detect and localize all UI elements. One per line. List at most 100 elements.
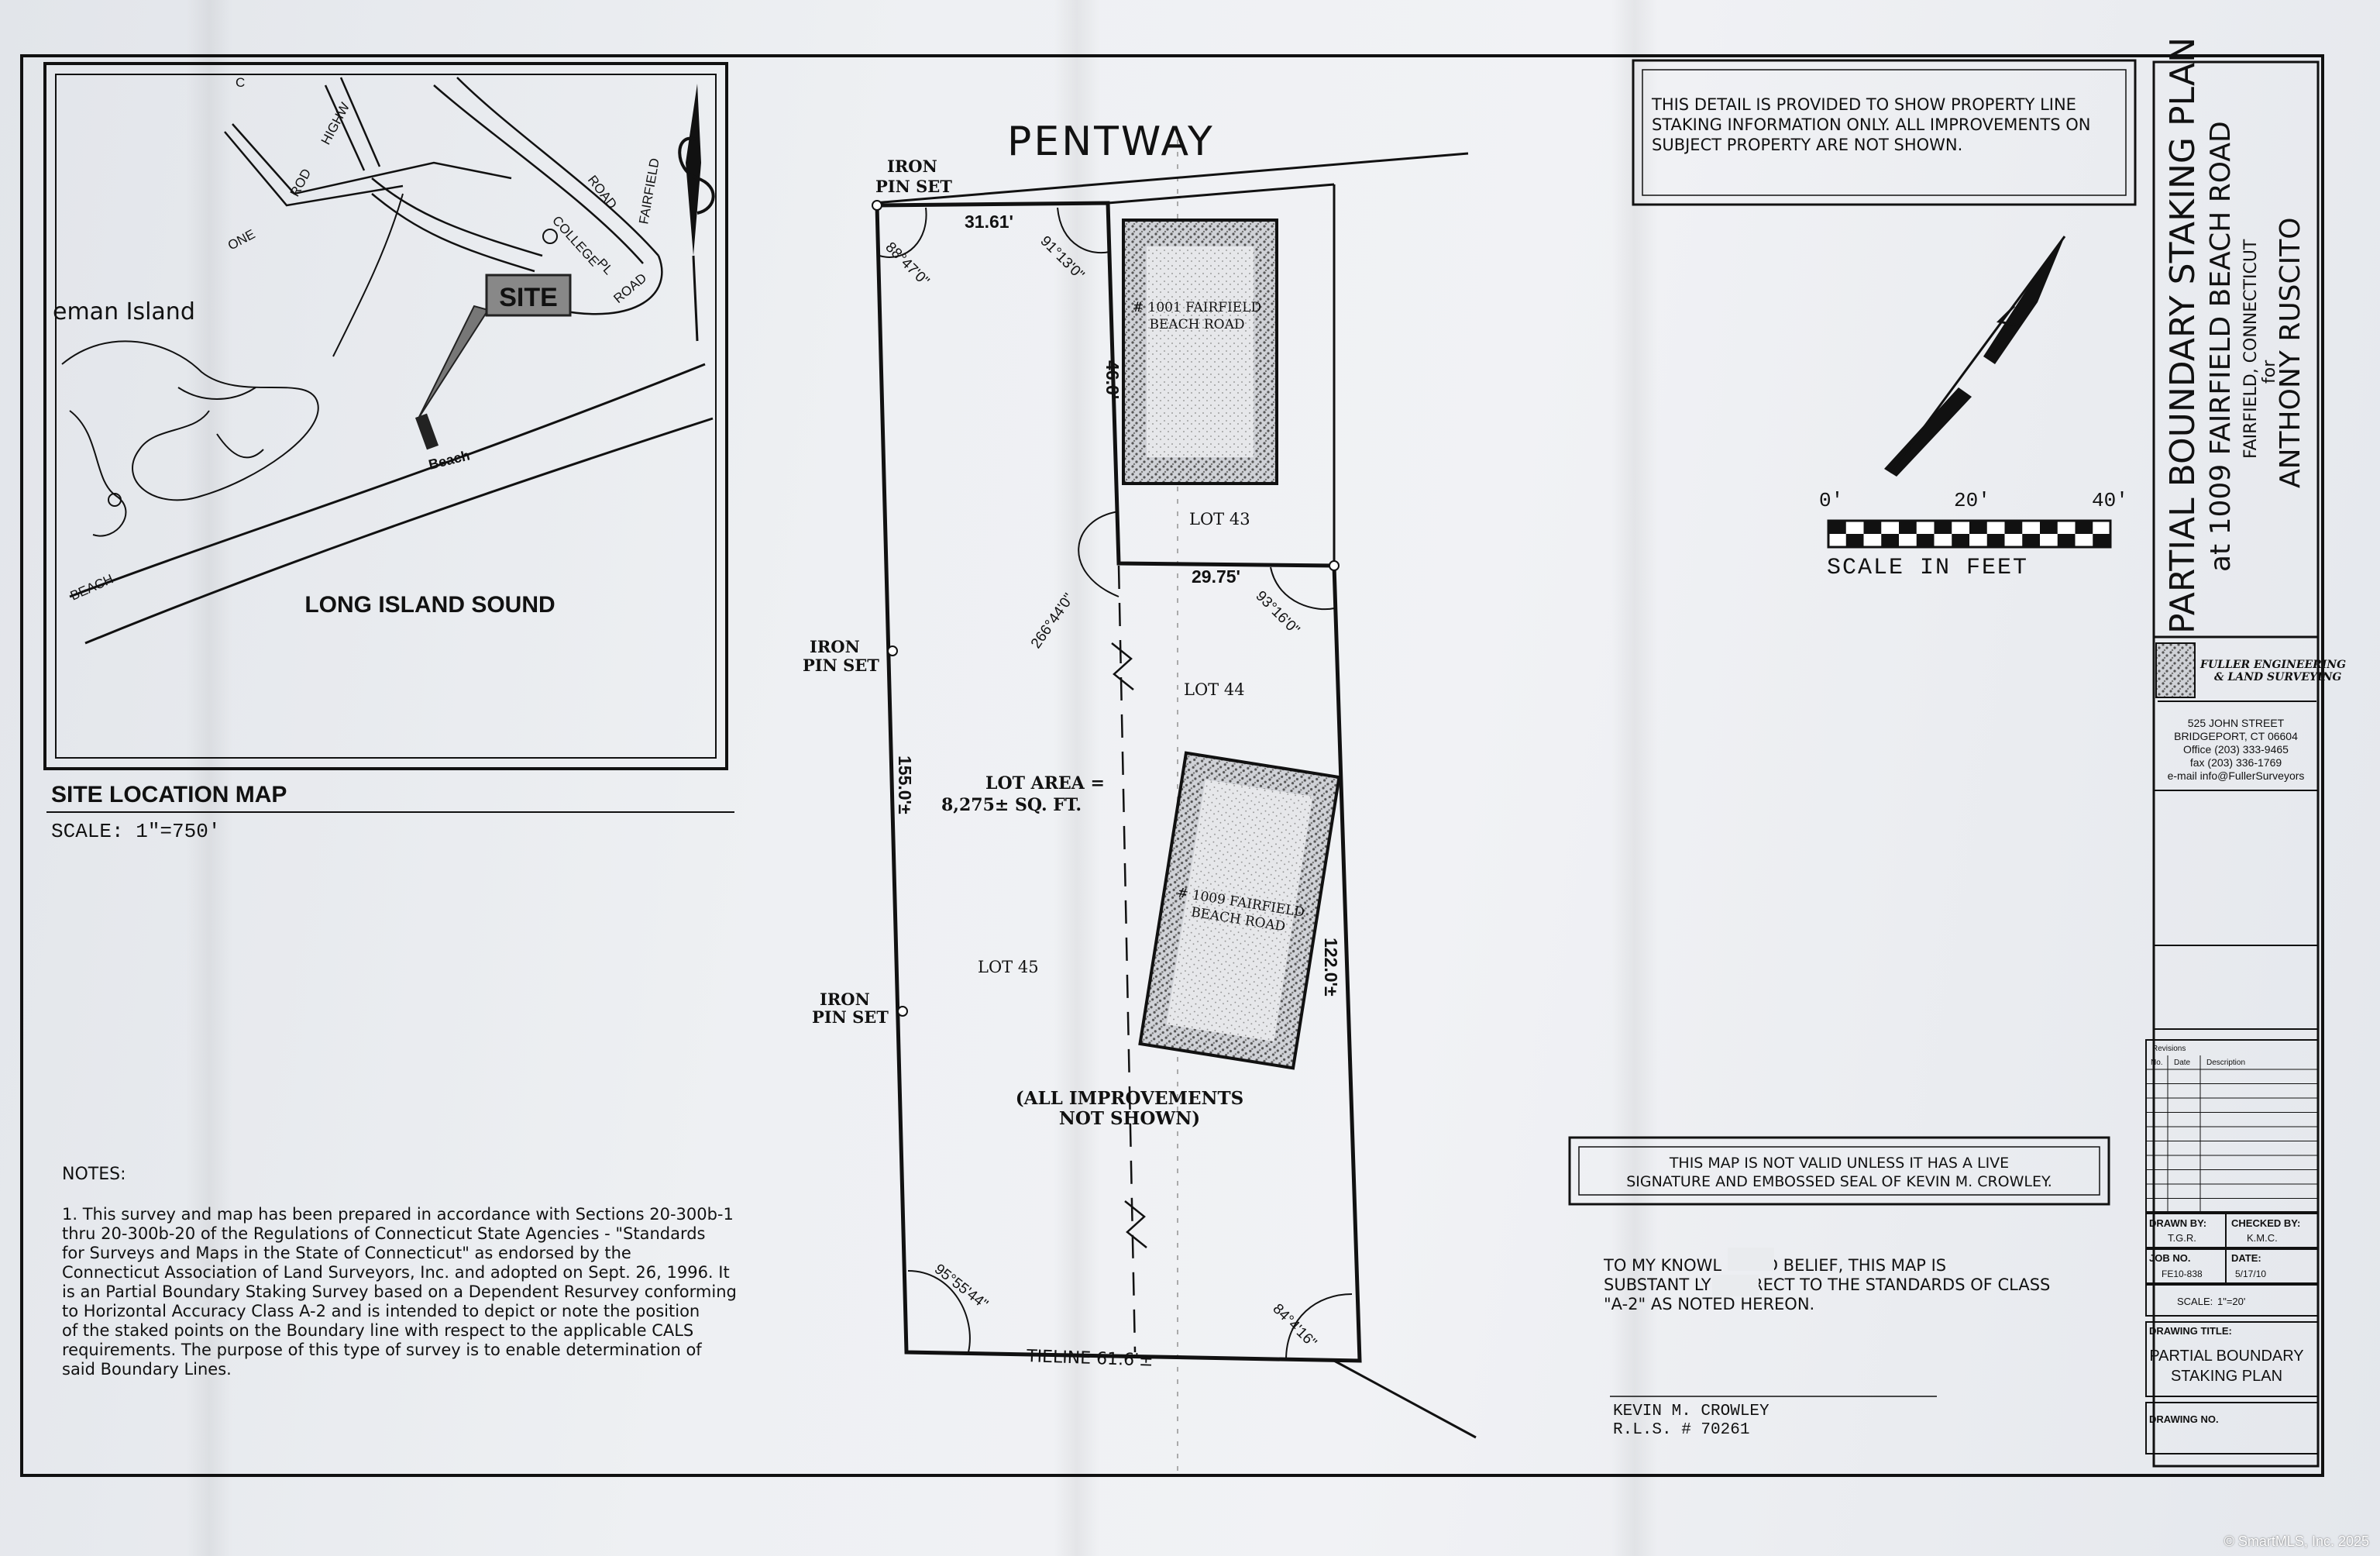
house-1001: # 1001 FAIRFIELD BEACH ROAD — [1122, 219, 1278, 485]
validity-note-line: THIS MAP IS NOT VALID UNLESS IT HAS A LI… — [1669, 1155, 2009, 1172]
revisions-table — [2145, 1039, 2319, 1213]
scale-label: SCALE: — [2177, 1296, 2213, 1307]
firm-fax: fax (203) 336-1769 — [2190, 756, 2282, 769]
angle-inner-w: 266°44'0" — [1028, 590, 1078, 652]
street-line — [873, 152, 1469, 205]
detail-note: THIS DETAIL IS PROVIDED TO SHOW PROPERTY… — [1632, 59, 2137, 206]
checked-by-label: CHECKED BY: — [2231, 1217, 2300, 1229]
pin-label: IRON — [820, 990, 870, 1009]
scale-bar-segment — [1863, 521, 1882, 534]
scale-bar-segment — [1881, 534, 1899, 547]
validity-note: THIS MAP IS NOT VALID UNLESS IT HAS A LI… — [1568, 1136, 2110, 1206]
firm-office: Office (203) 333-9465 — [2183, 743, 2289, 756]
road-label-road2: ROAD — [610, 270, 649, 306]
note-line: said Boundary Lines. — [62, 1360, 232, 1379]
lot-43-label: LOT 43 — [1189, 510, 1250, 528]
iron-pin-marker — [1329, 560, 1340, 571]
certification-line: TO MY KNOWL E AND BELIEF, THIS MAP IS — [1603, 1256, 1946, 1275]
scale-bar-segment — [1986, 534, 2005, 547]
site-label: SITE — [499, 283, 558, 312]
note-line: is an Partial Boundary Staking Survey ba… — [62, 1282, 737, 1301]
right-side-dimension: 122.0'± — [1321, 938, 1341, 997]
street-name: PENTWAY — [1007, 119, 1215, 165]
paper-fold — [1054, 0, 1100, 1556]
watermark: © SmartMLS, Inc. 2025 — [2224, 1534, 2369, 1549]
lot-line-dashed — [1117, 565, 1137, 1353]
drawing-title-2: STAKING PLAN — [2171, 1368, 2282, 1385]
plan-date: 5/17/10 — [2235, 1269, 2266, 1279]
firm-name: FULLER ENGINEERING — [2199, 659, 2346, 671]
site-location-map: SITE eman Island LONG ISLAND SOUND Beach… — [43, 62, 728, 770]
property-boundary — [872, 183, 1477, 1439]
lot-45-label: LOT 45 — [978, 958, 1039, 976]
scale-bar-segment — [1952, 534, 1969, 547]
notes-heading: NOTES: — [62, 1165, 126, 1184]
plan-town: FAIRFIELD, CONNECTICUT — [2241, 239, 2261, 459]
drawing-title: PARTIAL BOUNDARY — [2149, 1348, 2303, 1365]
title-block: PARTIAL BOUNDARY STAKING PLAN at 1009 FA… — [2145, 37, 2346, 1454]
firm-name-2: & LAND SURVEYING — [2214, 671, 2341, 683]
drawing-no-label: DRAWING NO. — [2149, 1413, 2219, 1425]
iron-pin-marker — [872, 200, 882, 211]
left-side-dimension: 155.0'± — [895, 756, 915, 814]
lot-labels: LOT 43 LOT 44 LOT 45 — [978, 510, 1250, 976]
plan-client: ANTHONY RUSCITO — [2275, 217, 2306, 488]
note-line: to Horizontal Accuracy Class A-2 and is … — [62, 1302, 700, 1320]
scale-label-40: 40' — [2092, 489, 2128, 512]
pin-label: PIN SET — [812, 1007, 889, 1027]
revisions-heading: Revisions — [2152, 1045, 2186, 1053]
interior-width: 29.75' — [1192, 566, 1240, 587]
certification-line: "A-2" AS NOTED HEREON. — [1604, 1295, 1814, 1313]
lot-area-value: 8,275± SQ. FT. — [941, 795, 1082, 815]
lot-area-label: LOT AREA = — [985, 773, 1105, 793]
scale-bar-segment — [2075, 521, 2093, 534]
sound-label: LONG ISLAND SOUND — [304, 592, 555, 618]
job-no: FE10-838 — [2162, 1269, 2203, 1279]
site-map-title: SITE LOCATION MAP — [51, 782, 287, 807]
road-label-fairfield: FAIRFIELD — [636, 157, 662, 225]
scale-caption: SCALE IN FEET — [1827, 555, 2028, 581]
drawn-by: T.G.R. — [2168, 1232, 2196, 1244]
improvements-note-2: NOT SHOWN) — [1059, 1108, 1200, 1129]
front-dimension: 31.61' — [965, 212, 1013, 232]
validity-note-line: SIGNATURE AND EMBOSSED SEAL OF KEVIN M. … — [1626, 1173, 2052, 1190]
scale-bar-segment — [1899, 521, 1917, 534]
paper-fold — [1611, 0, 1658, 1556]
house-1001-label-2: BEACH ROAD — [1149, 317, 1244, 332]
site-label-box — [485, 274, 572, 317]
scale-label-20: 20' — [1954, 489, 1990, 512]
scale-bar-segment — [1845, 534, 1864, 547]
detail-note-line: THIS DETAIL IS PROVIDED TO SHOW PROPERTY… — [1651, 95, 2076, 114]
road-label-college: COLLEGE — [549, 213, 602, 269]
note-line: of the staked points on the Boundary lin… — [62, 1321, 693, 1340]
plan-for: for — [2260, 360, 2279, 384]
house-1001-label: # 1001 FAIRFIELD — [1133, 300, 1261, 315]
pin-label: PIN SET — [875, 177, 952, 196]
road-label-c: C — [236, 75, 245, 90]
pin-label: IRON — [810, 637, 860, 656]
scale-bar-segment — [1934, 521, 1952, 534]
road-label-road: ROAD — [585, 173, 620, 212]
scale-bar-segment — [1828, 521, 1846, 534]
certification-line: SUBSTANT LY CORRECT TO THE STANDARDS OF … — [1604, 1275, 2050, 1294]
pin-labels: IRON PIN SET IRON PIN SET IRON PIN SET — [803, 157, 952, 1027]
note-line: thru 20-300b-20 of the Regulations of Co… — [62, 1224, 706, 1243]
notes-block: NOTES: 1. This survey and map has been p… — [62, 1165, 737, 1379]
firm-email: e-mail info@FullerSurveyors — [2168, 769, 2305, 782]
scale-bar-segment — [1916, 534, 1935, 547]
plan-scale: 1"=20' — [2217, 1296, 2245, 1307]
iron-pin-marker — [897, 1006, 908, 1017]
note-line: requirements. The purpose of this type o… — [62, 1341, 702, 1359]
sheet-border — [20, 54, 2324, 1477]
site-map-scale: SCALE: 1"=750' — [51, 820, 220, 843]
scale-bar-segment — [2040, 521, 2058, 534]
house-1009: # 1009 FAIRFIELD BEACH ROAD — [1138, 751, 1341, 1070]
surveyor-name: KEVIN M. CROWLEY — [1613, 1403, 1770, 1420]
checked-by: K.M.C. — [2247, 1232, 2278, 1244]
scale-bar-segment — [2022, 534, 2040, 547]
angle-se: 84°4'16" — [1269, 1301, 1319, 1351]
iron-pin-marker — [887, 645, 898, 656]
scale-bar-segment — [2093, 534, 2110, 547]
drawing-title-label: DRAWING TITLE: — [2149, 1325, 2232, 1337]
